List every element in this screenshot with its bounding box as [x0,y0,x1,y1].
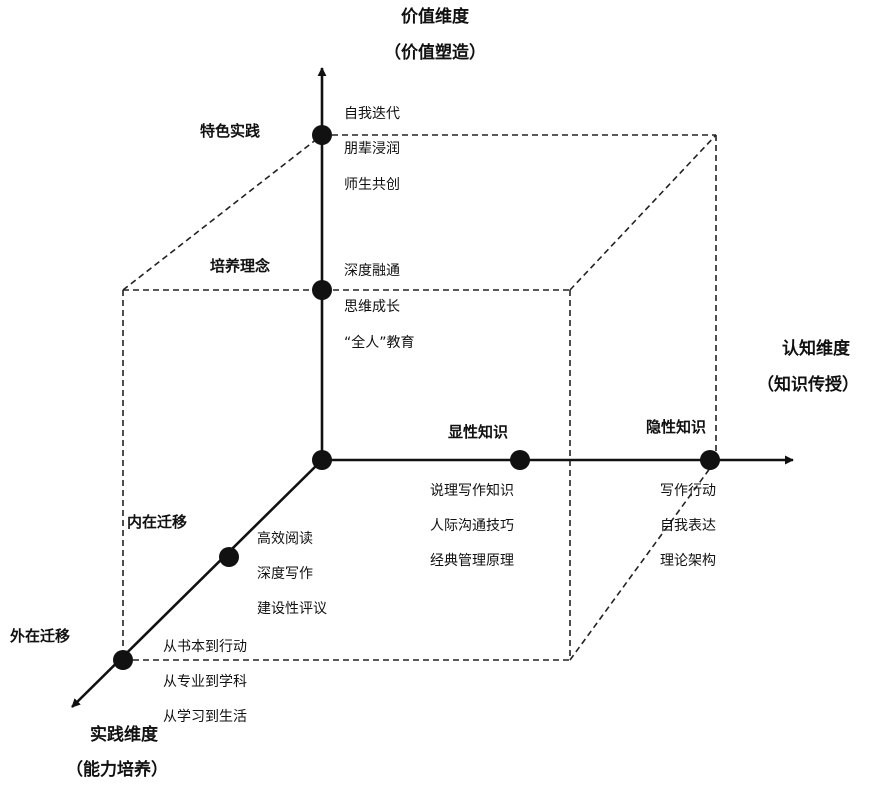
axes [71,67,794,708]
practice-dot-2 [113,650,133,670]
cognitive-level-item: 经典管理原理 [430,553,514,569]
cognitive-dot-1 [510,450,530,470]
cognitive-level-item: 人际沟通技巧 [430,518,514,534]
cognitive-dot-2 [700,450,720,470]
dashed-cube [122,134,717,661]
value-level-item: “全人”教育 [344,334,415,351]
practice-level-item: 建设性评议 [257,601,327,617]
practice-axis-title: 实践维度 [90,724,159,745]
value-level-label: 特色实践 [200,122,260,140]
cube-edge [569,459,717,661]
practice-axis-subtitle: （能力培养） [66,759,168,780]
practice-level-item: 从学习到生活 [163,709,247,725]
cognitive-level-item: 写作行动 [660,483,716,499]
cognitive-level-item: 理论架构 [660,553,716,569]
practice-level-item: 从专业到学科 [163,674,247,690]
cube-edge [569,134,717,291]
cognitive-axis-subtitle: （知识传授） [757,374,859,395]
practice-level-item: 从书本到行动 [163,639,247,655]
cognitive-level-item: 自我表达 [660,518,716,534]
value-dot-1 [312,125,332,145]
value-level-item: 自我迭代 [344,106,400,122]
cognitive-level-label: 显性知识 [448,423,508,441]
value-level-item: 师生共创 [344,177,400,193]
value-level-item: 思维成长 [344,299,400,315]
value-level-label: 培养理念 [210,257,270,275]
value-dot-2 [312,280,332,300]
cognitive-level-item: 说理写作知识 [430,482,514,499]
practice-axis-line [71,459,323,708]
cognitive-axis-title: 认知维度 [782,338,851,359]
value-level-item: 朋辈浸润 [344,141,400,157]
value-axis-title: 价值维度 [401,6,470,27]
cognitive-level-label: 隐性知识 [646,418,706,436]
practice-level-item: 深度写作 [257,566,313,582]
origin-dot [312,450,332,470]
practice-level-item: 高效阅读 [257,530,313,547]
practice-level-label: 内在迁移 [127,513,187,531]
practice-dot-1 [219,547,239,567]
value-axis-subtitle: （价值塑造） [384,42,486,63]
practice-level-label: 外在迁移 [9,627,70,645]
axis-dots [113,125,720,670]
value-level-item: 深度融通 [344,263,400,279]
cube-edge [122,134,323,291]
